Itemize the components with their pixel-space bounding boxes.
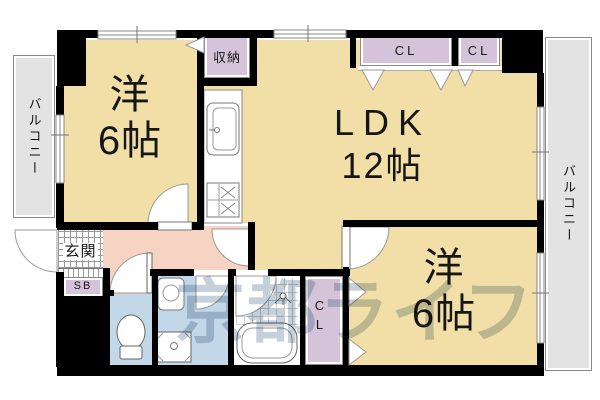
room-western-top-name: 洋 xyxy=(109,73,151,117)
room-western-top-size: 6帖 xyxy=(97,119,163,163)
ldk-label: LDK 12帖 xyxy=(305,102,460,188)
ldk-door-arc xyxy=(211,228,250,267)
kitchen-counter xyxy=(203,89,243,224)
closet-bottom-door-triangle-bottom xyxy=(348,337,367,367)
ldk-floor-lower xyxy=(255,218,343,270)
washing-machine-corners xyxy=(157,332,191,362)
entrance-label: 玄関 xyxy=(58,240,103,261)
storage-door-triangle xyxy=(184,36,205,54)
stove-burner-marks xyxy=(220,186,236,215)
closet-top-2-label: CL xyxy=(467,43,491,58)
entrance-step xyxy=(58,268,103,277)
bathtub-inner xyxy=(241,327,293,359)
washing-machine-icon xyxy=(156,331,192,363)
balcony-right: バルコニー xyxy=(545,37,592,371)
balcony-right-label: バルコニー xyxy=(561,164,576,244)
closet-top-1-box xyxy=(360,35,452,66)
room-western-top-label: 洋 6帖 xyxy=(70,72,190,164)
room-bottom-door-panel xyxy=(341,225,351,271)
room-top-door-panel xyxy=(157,221,193,231)
room-western-bottom-name: 洋 xyxy=(423,246,465,290)
door-arcs xyxy=(14,183,390,317)
toilet-tank-icon xyxy=(119,345,143,360)
shoe-box-label: SB xyxy=(73,280,93,292)
closet-bottom-door-triangle-top xyxy=(348,276,367,308)
bathtub-icon xyxy=(236,322,298,364)
closet1-door-triangle-left xyxy=(361,69,385,92)
entrance-label-text: 玄関 xyxy=(63,243,98,260)
closet-top-1-label: CL xyxy=(394,43,418,58)
closet-bottom-label: CL xyxy=(312,298,327,336)
walls xyxy=(56,30,544,376)
closet-top-2-box xyxy=(458,35,500,66)
closet1-door-triangle-right xyxy=(429,69,453,92)
room-top-door-arc xyxy=(147,183,189,225)
washroom-door-arc xyxy=(195,275,230,310)
balcony-left: バルコニー xyxy=(13,55,55,218)
ldk-name: LDK xyxy=(333,102,432,143)
kitchen-sink-basin xyxy=(212,107,237,151)
balcony-left-label: バルコニー xyxy=(26,96,42,177)
bath-door-arc xyxy=(235,275,277,317)
closet2-door-triangle xyxy=(457,69,474,88)
toilet-icon xyxy=(116,314,146,350)
closet-bottom-box xyxy=(305,276,343,365)
ldk-size: 12帖 xyxy=(341,145,424,186)
entrance-door-arc xyxy=(14,229,58,273)
vanity-basin-icon xyxy=(157,277,185,311)
windows xyxy=(51,25,549,344)
kitchen-sink-icon xyxy=(206,102,240,156)
room-western-bottom-label: 洋 6帖 xyxy=(384,245,504,337)
room-western-bottom-size: 6帖 xyxy=(411,292,477,336)
room-bottom-door-arc xyxy=(346,226,390,270)
toilet-door-arc xyxy=(109,252,151,294)
shower-spray xyxy=(274,297,292,305)
storage-label: 収納 xyxy=(212,50,241,65)
washing-machine-drain xyxy=(170,342,178,350)
shower-icon xyxy=(279,292,287,300)
closet-door-triangles xyxy=(184,36,474,367)
vanity-bowl xyxy=(162,284,180,302)
